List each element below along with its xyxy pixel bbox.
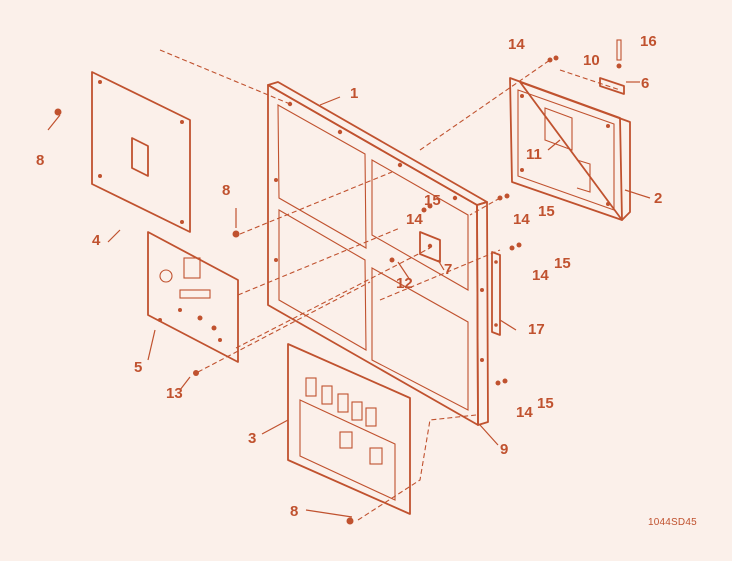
callout-4: 4 [92,232,101,249]
callout-11: 11 [526,146,542,163]
fasteners [54,55,559,525]
callout-2: 2 [654,190,663,207]
callout-14-mid-right: 14 [532,267,549,284]
callout-14-lower-right: 14 [516,404,533,421]
part-1-frame [267,81,489,426]
callout-17: 17 [528,321,545,338]
callout-8-center: 8 [222,182,231,199]
callout-8-left: 8 [36,152,45,169]
part-4-cover-plate [91,71,191,233]
callout-14-top: 14 [508,36,525,53]
part-17-side-bar [491,251,501,336]
callout-14-bracket: 14 [406,211,423,228]
callout-3: 3 [248,430,257,447]
callout-16: 16 [640,33,657,50]
part-7-keyhole-bracket [419,231,441,263]
part-3-switch-box [287,343,411,515]
callout-7: 7 [444,261,453,278]
callout-14-upper-right: 14 [513,211,530,228]
figure-id: 1044SD45 [648,517,697,528]
leader-lines [47,81,651,518]
callout-15-lower-right: 15 [537,395,554,412]
callout-1: 1 [350,85,359,102]
assembly-lines [159,49,621,521]
callout-9: 9 [500,441,509,458]
part-5-component-board [147,231,239,363]
callout-13: 13 [166,385,183,402]
part-2-access-door [509,77,631,221]
callout-15-upper-right: 15 [538,203,555,220]
part-6-latch [599,39,625,95]
callout-15-bracket: 15 [424,192,441,209]
callout-5: 5 [134,359,143,376]
callout-15-mid-right: 15 [554,255,571,272]
callout-8-bottom: 8 [290,503,299,520]
callout-10: 10 [583,52,600,69]
callout-12: 12 [396,275,413,292]
callout-6: 6 [641,75,650,92]
